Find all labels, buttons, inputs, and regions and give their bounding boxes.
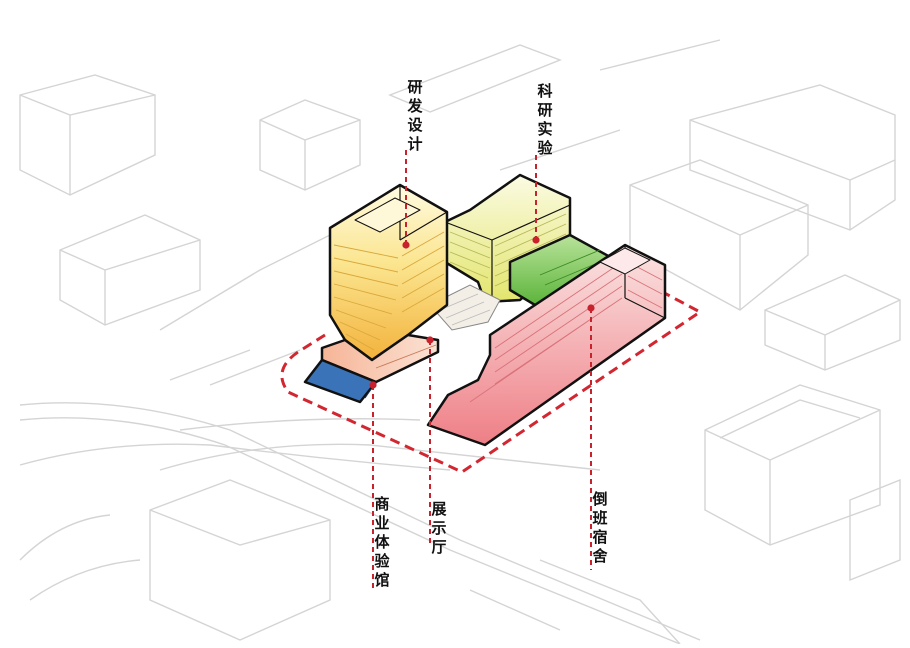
leader-lines xyxy=(372,150,592,590)
dot-research-lab xyxy=(532,236,540,244)
label-commercial-hall: 商业体验馆 xyxy=(374,495,390,589)
shift-dorm-building xyxy=(426,243,667,447)
label-shift-dorm: 倒班宿舍 xyxy=(592,490,608,565)
dot-commercial-hall xyxy=(369,381,377,389)
dot-rd-design xyxy=(402,241,410,249)
site-boundary xyxy=(280,278,703,474)
dot-shift-dorm xyxy=(587,304,595,312)
dot-exhibition-hall xyxy=(426,336,434,344)
label-research-lab: 科研实验 xyxy=(537,82,553,157)
label-exhibition-hall: 展示厅 xyxy=(431,500,447,556)
rd-design-tower xyxy=(328,183,449,362)
leader-dots xyxy=(369,236,595,389)
label-rd-design: 研发设计 xyxy=(407,78,423,153)
context-buildings xyxy=(19,39,901,645)
